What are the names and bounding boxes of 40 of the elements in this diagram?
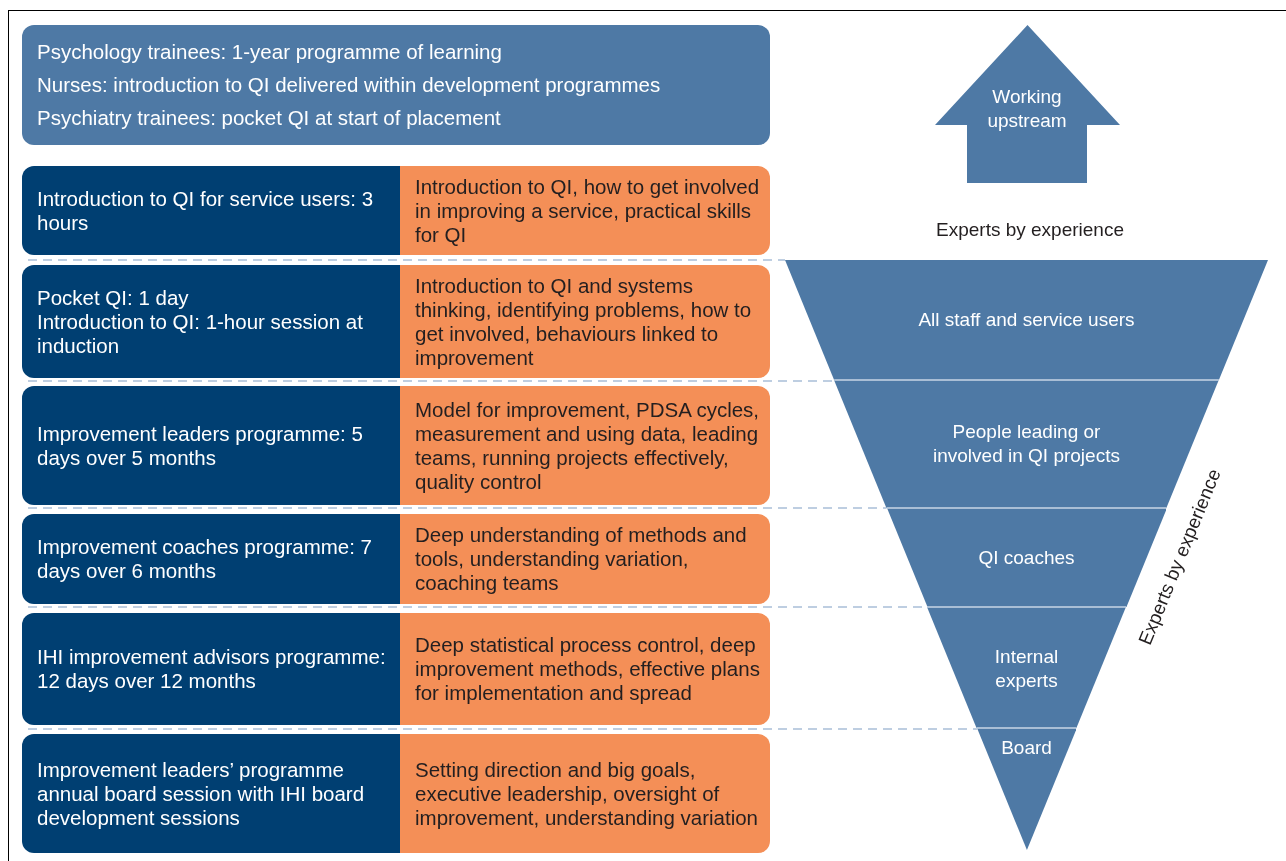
band-text: All staff and service users [917, 308, 1136, 332]
programme-box [22, 613, 400, 725]
content-text: Model for improvement, PDSA cycles, measurement and using data, leading teams, running projects effectively, quality control [415, 397, 761, 494]
programme-box [22, 166, 400, 255]
programme-text: IHI improvement advisors programme: 12 days over 12 months [37, 645, 387, 693]
banner-text: Psychiatry trainees: pocket QI at start of placement [37, 105, 502, 131]
programme-text: Introduction to QI for service users: 3 hours [37, 186, 375, 235]
band-text: Board [1000, 736, 1053, 760]
programme-box [22, 386, 400, 505]
content-box [400, 613, 770, 725]
content-text: Introduction to QI, how to get involved in improving a service, practical skills for QI [415, 174, 761, 247]
arrow-text: Working upstream [986, 85, 1068, 133]
programme-box [22, 265, 400, 378]
info-banner [22, 25, 770, 145]
content-text: Deep understanding of methods and tools, understanding variation, coaching teams [415, 523, 748, 595]
band-text: QI coaches [977, 546, 1076, 570]
content-box [400, 386, 770, 505]
content-box [400, 734, 770, 853]
programme-text: Pocket QI: 1 day [37, 285, 190, 310]
programme-box [22, 514, 400, 604]
programme-text: Improvement leaders’ programme annual board session with IHI board development sessions [37, 757, 366, 830]
banner-text: Psychology trainees: 1-year programme of learning [37, 39, 503, 65]
up-arrow [935, 25, 1120, 183]
content-text: Introduction to QI and systems thinking, identifying problems, how to get involved, behaviours linked to improvement [415, 273, 753, 370]
content-text: Setting direction and big goals, executive leadership, oversight of improvement, understanding variation [415, 757, 759, 830]
pyramid-band [927, 607, 1126, 728]
content-box [400, 265, 770, 378]
pyramid-band [976, 728, 1077, 850]
content-box [400, 514, 770, 604]
programme-box [22, 734, 400, 853]
pyramid-band [785, 260, 1268, 380]
content-text: Deep statistical process control, deep improvement methods, effective plans for implementation and spread [415, 633, 761, 705]
programme-text: Introduction to QI: 1-hour session at induction [37, 309, 364, 358]
pyramid-heading: Experts by experience [935, 218, 1125, 242]
banner-text: Nurses: introduction to QI delivered within development programmes [37, 72, 662, 98]
programme-text: Improvement leaders programme: 5 days over 5 months [37, 421, 364, 470]
programme-text: Improvement coaches programme: 7 days over 6 months [37, 535, 373, 583]
content-box [400, 166, 770, 255]
band-text: Internal experts [993, 645, 1060, 693]
band-text: People leading or involved in QI projects [932, 420, 1121, 468]
